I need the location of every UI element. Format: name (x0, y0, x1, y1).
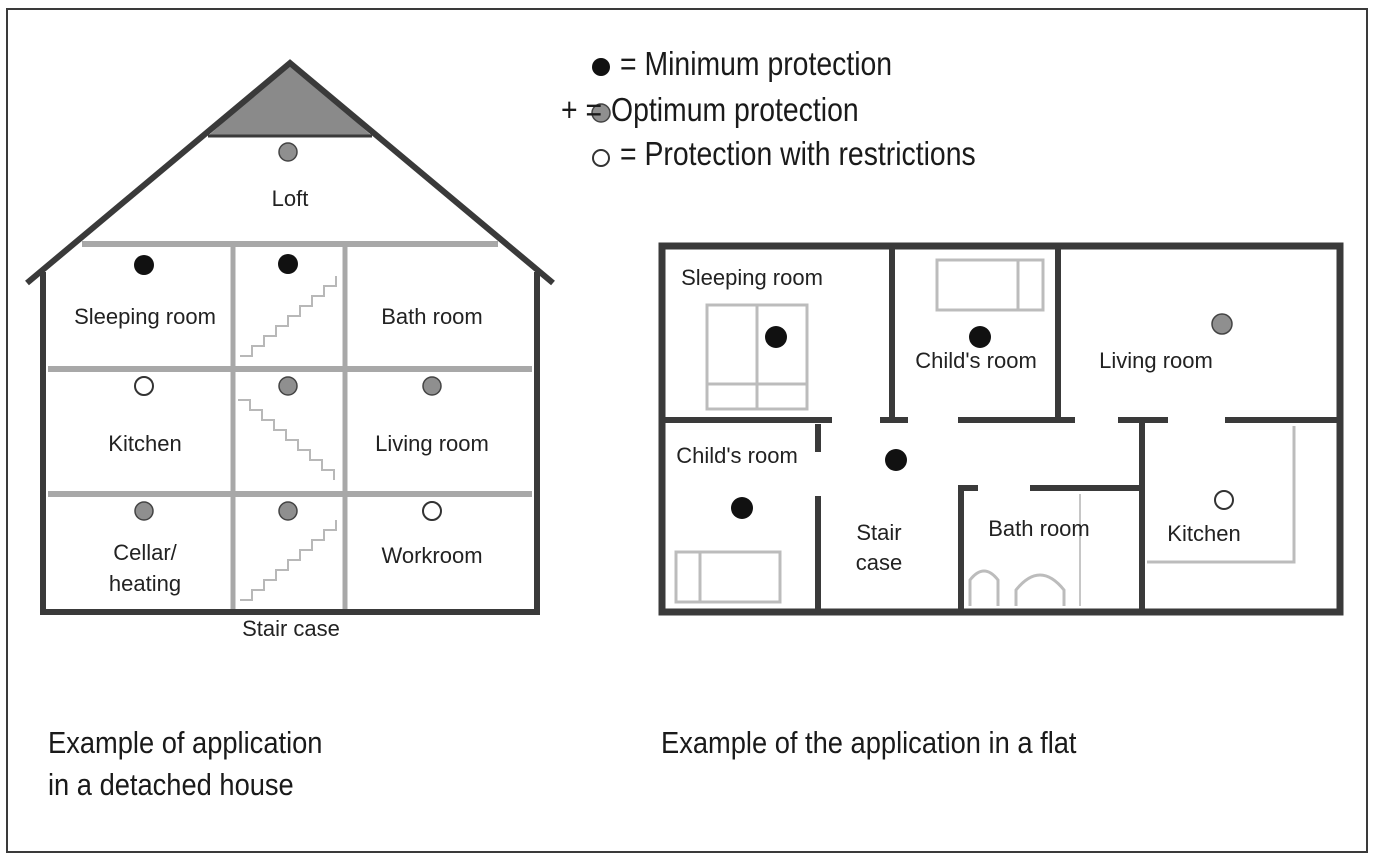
detector-living-room-optimum (422, 376, 442, 396)
stairs-lower (240, 520, 337, 601)
flat-caption: Example of the application in a flat (661, 725, 1077, 760)
stairs-middle (238, 399, 335, 480)
flat-childs-room-top-label: Child's room (915, 347, 1037, 373)
flat-sleeping-room-label: Sleeping room (681, 264, 823, 290)
detector-kitchen-restricted (134, 376, 154, 396)
house-caption-line2: in a detached house (48, 766, 294, 802)
house-loft-label: Loft (271, 185, 309, 211)
flat-detector-living-room-optimum (1211, 313, 1233, 335)
flat-detector-corridor-minimum (885, 449, 907, 471)
childs-room-left-bed (674, 550, 782, 604)
flat-kitchen-label: Kitchen (1167, 520, 1241, 546)
childs-room-top-bed (935, 258, 1045, 312)
house-stair-case-label: Stair case (242, 615, 340, 641)
house-cellar-label-line2: heating (108, 570, 182, 596)
house-caption-line1: Example of application (48, 725, 323, 760)
legend-optimum-label: Optimum protection (611, 91, 859, 128)
house-cellar-label-line1: Cellar/ (113, 539, 177, 565)
detached-house (25, 59, 555, 615)
flat-detector-childs-room-left-minimum (731, 497, 753, 519)
detector-loft-optimum (278, 142, 298, 162)
detector-cellar-optimum (134, 501, 154, 521)
flat-detector-sleeping-room-minimum (765, 326, 787, 348)
legend-restricted-label: = Protection with restrictions (620, 135, 976, 172)
house-kitchen-label: Kitchen (108, 430, 182, 456)
roof-gable (208, 63, 372, 136)
kitchen-counter (1147, 426, 1296, 564)
bath-tub (1014, 573, 1066, 606)
flat-stair-label-line1: Stair (856, 519, 902, 545)
flat-childs-room-left-label: Child's room (676, 442, 798, 468)
legend-minimum-dot (592, 58, 610, 76)
detector-stair-middle-optimum (278, 376, 298, 396)
legend-symbols (591, 58, 611, 167)
legend-optimum-prefix: + = (561, 91, 603, 128)
bath-toilet (968, 569, 1000, 606)
flat-living-room-label: Living room (1099, 347, 1213, 373)
detector-sleeping-room-minimum (134, 255, 154, 275)
detector-workroom-restricted (422, 501, 442, 521)
flat-detector-kitchen-restricted (1214, 490, 1234, 510)
legend-minimum-label: = Minimum protection (620, 45, 893, 82)
roof-outline (25, 59, 555, 286)
detector-stair-lower-optimum (278, 501, 298, 521)
legend-optimum-dot (591, 103, 611, 123)
house-workroom-label: Workroom (381, 542, 483, 568)
flat-outer-wall (658, 242, 1344, 616)
flat-plan (658, 242, 1344, 616)
house-sleeping-room-label: Sleeping room (74, 303, 216, 329)
flat-detector-childs-room-top-minimum (969, 326, 991, 348)
house-bath-room-label: Bath room (381, 303, 483, 329)
flat-stair-label-line2: case (855, 549, 903, 575)
house-living-room-label: Living room (375, 430, 489, 456)
legend-restricted-dot (592, 149, 610, 167)
detector-stair-upper-minimum (278, 254, 298, 274)
flat-bath-room-label: Bath room (988, 515, 1090, 541)
house-caption: Example of application in a detached hou… (48, 722, 322, 806)
stairs-upper (240, 276, 337, 357)
